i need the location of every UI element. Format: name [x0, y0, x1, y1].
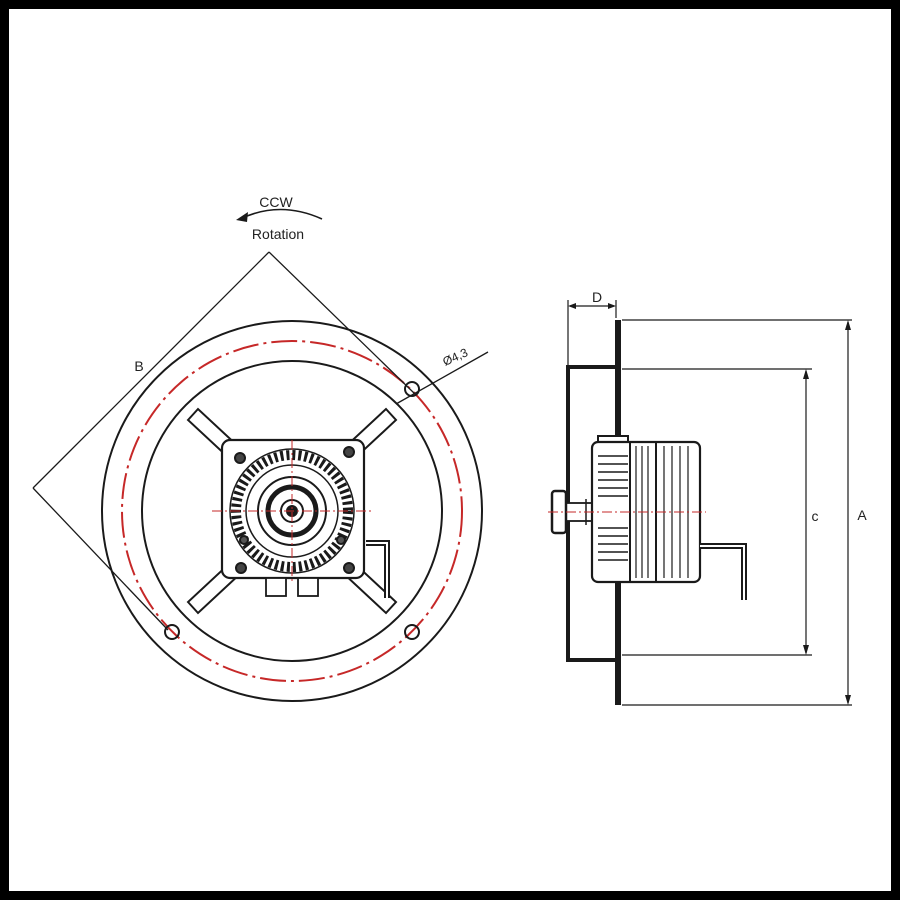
dimension-b-extension-upper: [268, 251, 416, 395]
motor-screw-mr: [336, 535, 346, 545]
dimension-b-extension-lower: [32, 487, 169, 631]
dimension-a-arrow-top-icon: [845, 320, 851, 330]
dimension-c-arrow-top-icon: [803, 369, 809, 379]
motor-screw-ml: [239, 535, 249, 545]
dimension-a: A: [622, 319, 867, 706]
dimension-c-label: c: [812, 508, 819, 524]
motor-side-fin-lines: [598, 455, 628, 561]
motor-side-cable-core: [700, 545, 745, 600]
motor-screw-bl: [235, 562, 247, 574]
mounting-hole-bottom-right: [404, 624, 420, 640]
dimension-a-label: A: [857, 507, 867, 523]
dimension-a-arrow-bottom-icon: [845, 695, 851, 705]
hole-callout-leader: [395, 351, 489, 405]
mounting-hole-bottom-left: [164, 624, 180, 640]
mounting-hole-top-right: [404, 381, 420, 397]
rotation-arrow: [239, 208, 323, 220]
terminal-left: [265, 577, 287, 597]
rotation-arrowhead-icon: [236, 212, 248, 222]
dimension-b-line: [32, 251, 270, 489]
motor-front: [220, 438, 390, 598]
motor-screw-tl: [234, 452, 246, 464]
dimension-c: c: [622, 368, 819, 656]
outer-ring: [101, 320, 483, 702]
rotation-caption-label: Rotation: [252, 226, 304, 242]
front-centerlines: [212, 440, 372, 582]
technical-drawing: CCW Rotation: [32, 194, 867, 706]
motor-screw-br: [343, 562, 355, 574]
dimension-c-arrow-bottom-icon: [803, 645, 809, 655]
dimension-d-arrow-left-icon: [568, 303, 576, 309]
motor-cable-core: [366, 542, 388, 598]
front-view: CCW Rotation: [32, 194, 489, 702]
motor-side-cable: [700, 543, 747, 600]
dimension-b-label: B: [134, 358, 143, 374]
terminal-right: [297, 577, 319, 597]
motor-side: [548, 435, 747, 600]
motor-screw-tr: [343, 446, 355, 458]
side-view: A c D: [548, 289, 867, 706]
dimension-d: D: [567, 289, 617, 365]
bolt-circle-centerline: [121, 340, 463, 682]
drawing-frame: CCW Rotation: [9, 9, 891, 891]
dimension-b: B: [32, 251, 416, 631]
inner-ring: [141, 360, 443, 662]
rotation-direction-label: CCW: [259, 194, 293, 210]
dimension-d-arrow-right-icon: [608, 303, 616, 309]
dimension-d-label: D: [592, 289, 602, 305]
rotation-indicator: CCW Rotation: [236, 194, 323, 242]
